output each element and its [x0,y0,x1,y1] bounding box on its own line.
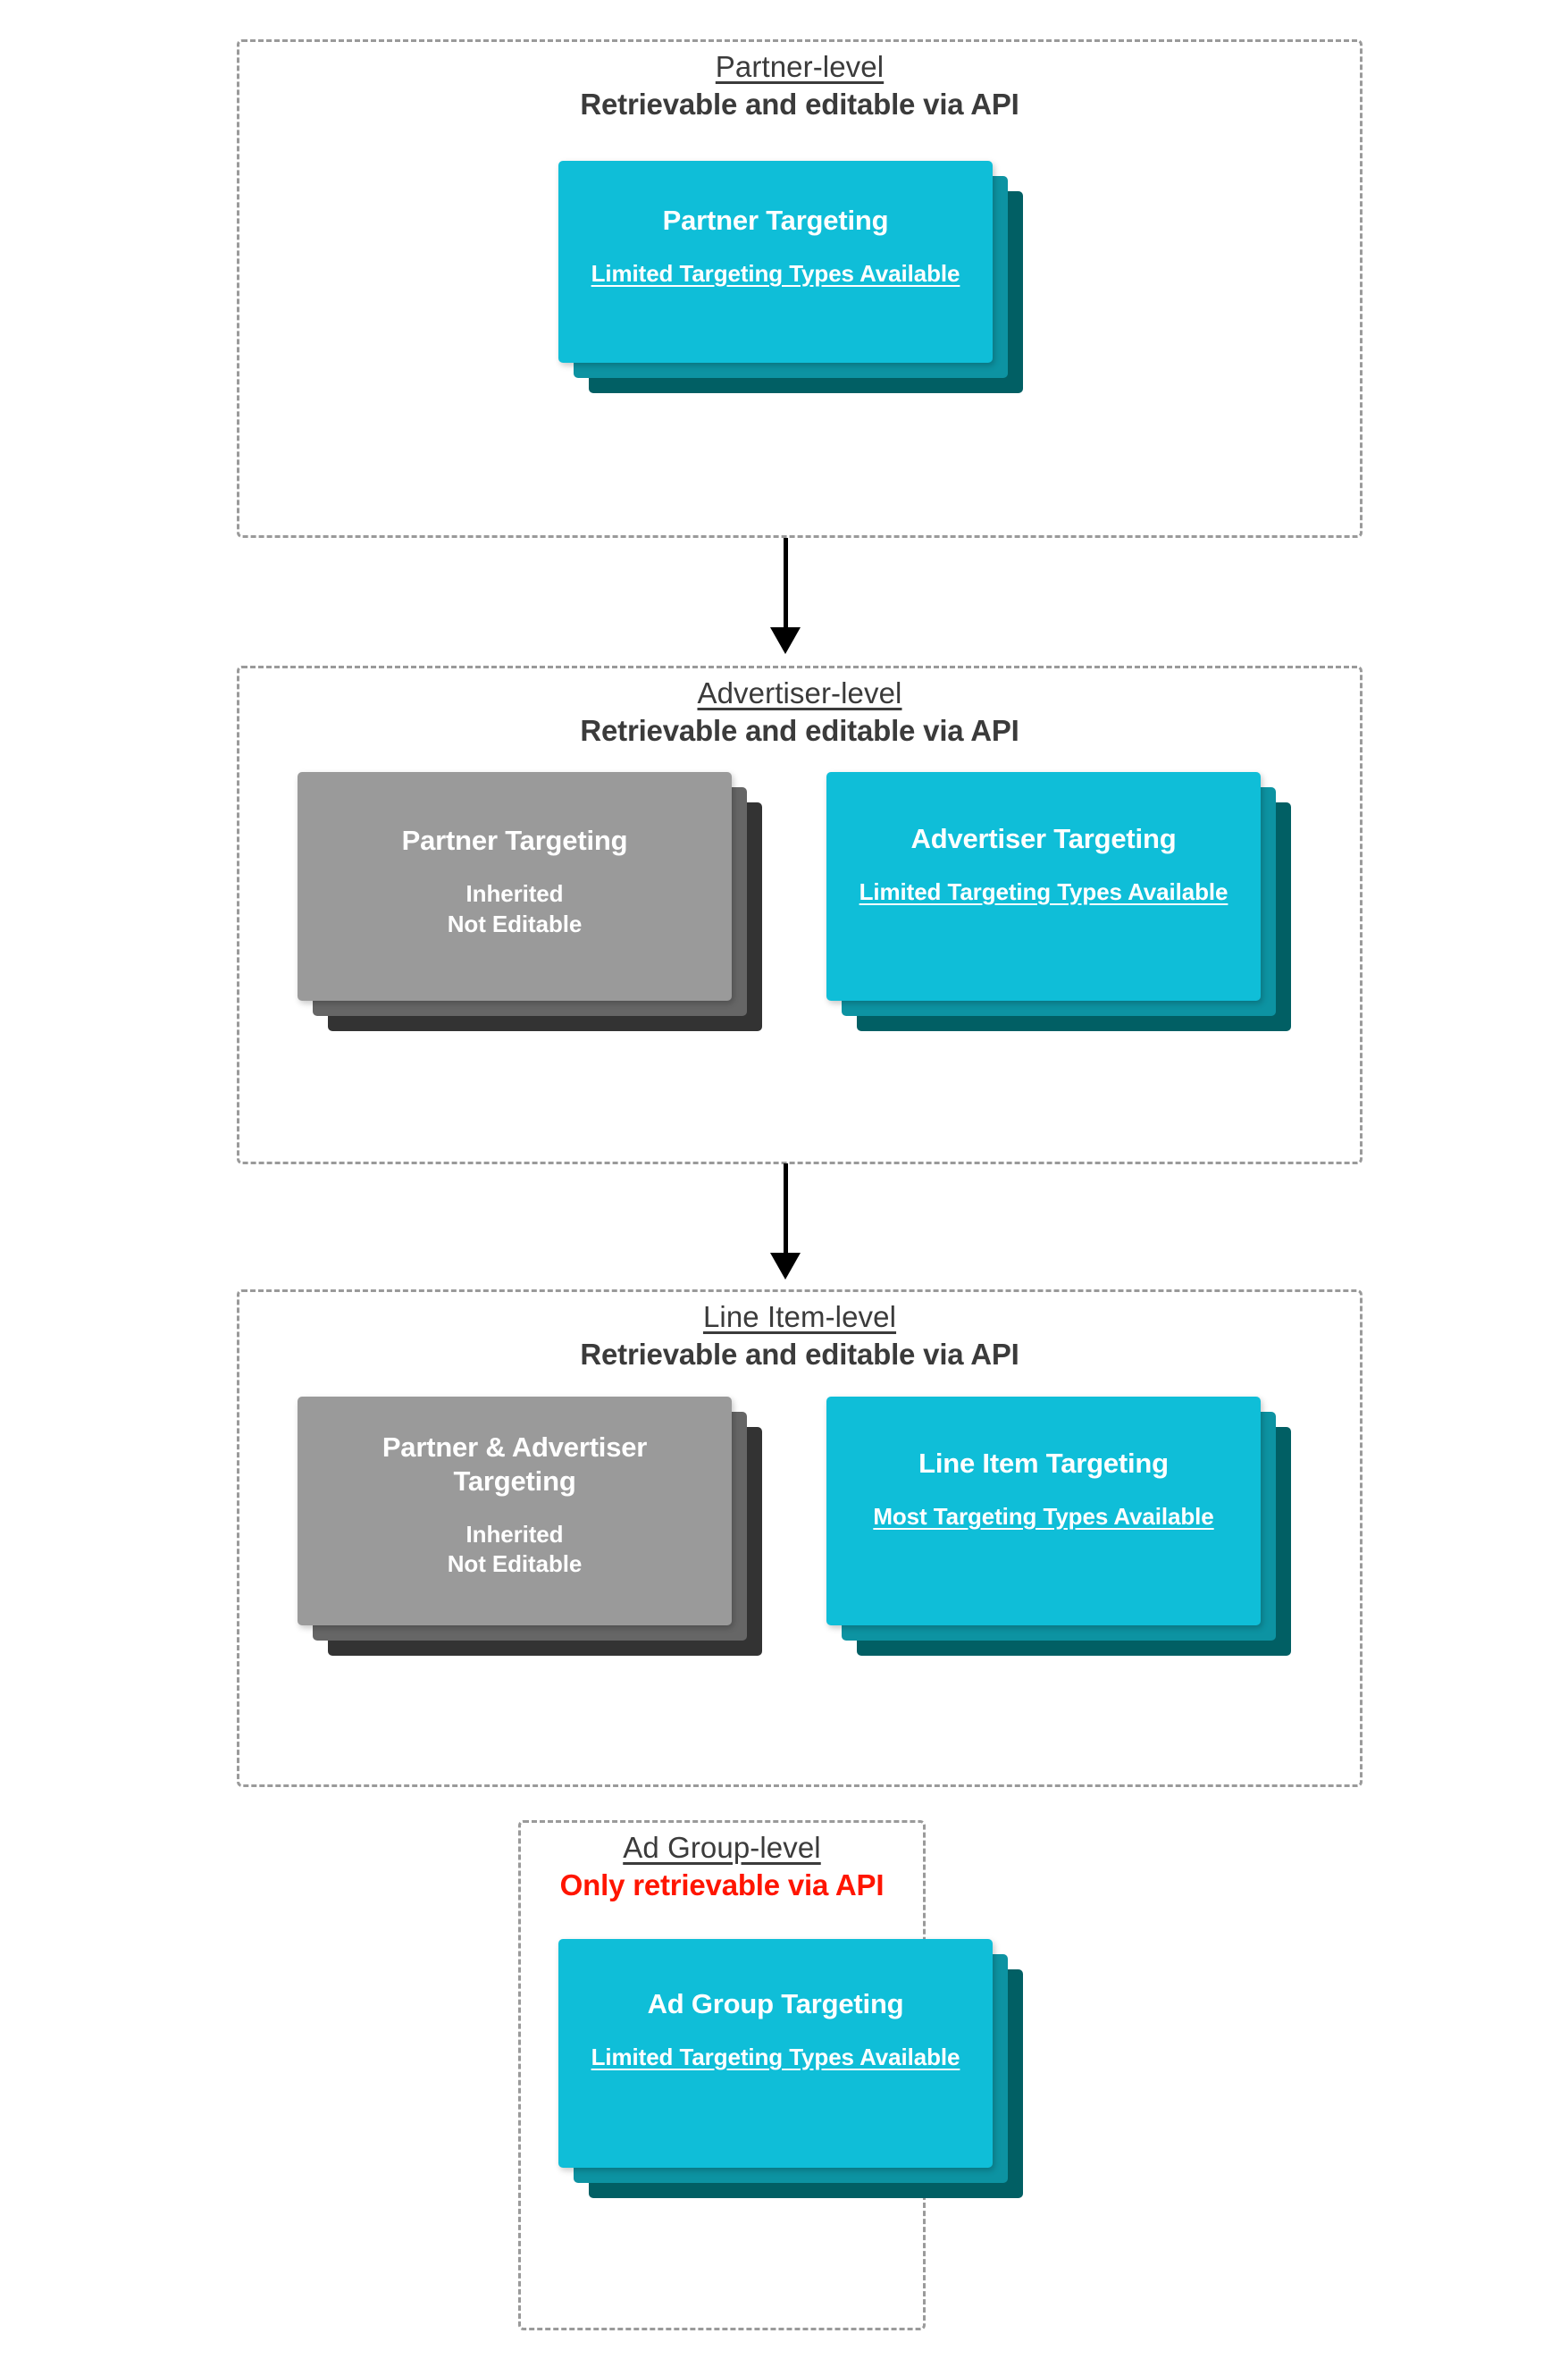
level-title-partner: Partner-level [715,50,885,83]
card-note: Inherited Not Editable [447,879,583,937]
level-container-line-item [237,1289,1363,1787]
card-content: Ad Group Targeting Limited Targeting Typ… [558,1987,993,2073]
card-layer-front [826,1397,1261,1625]
card-line-item-targeting[interactable]: Line Item Targeting Most Targeting Types… [826,1397,1309,1656]
card-content: Partner Targeting Inherited Not Editable [298,824,732,939]
card-title: Advertiser Targeting [910,823,1177,854]
card-note: Inherited Not Editable [447,1520,583,1578]
card-title: Partner Targeting [662,205,889,236]
card-layer-front [298,772,732,1001]
arrow-shaft [784,1163,788,1255]
card-content: Line Item Targeting Most Targeting Types… [826,1447,1261,1532]
level-title-advertiser: Advertiser-level [697,676,902,709]
connector-partner-to-advertiser [755,538,816,654]
level-container-advertiser [237,666,1363,1164]
card-layer-front [826,772,1261,1001]
level-heading-line-item: Line Item-level Retrievable and editable… [237,1300,1363,1372]
level-api-note-line-item: Retrievable and editable via API [580,1337,1019,1371]
card-ad-group-targeting[interactable]: Ad Group Targeting Limited Targeting Typ… [558,1939,1041,2198]
card-inherited-partner-targeting[interactable]: Partner Targeting Inherited Not Editable [298,772,780,1031]
level-heading-advertiser: Advertiser-level Retrievable and editabl… [237,676,1363,748]
card-layer-front [298,1397,732,1625]
card-title: Line Item Targeting [918,1448,1169,1479]
card-inherited-partner-advertiser-targeting[interactable]: Partner & Advertiser Targeting Inherited… [298,1397,780,1656]
level-container-partner [237,39,1363,538]
card-content: Advertiser Targeting Limited Targeting T… [826,822,1261,908]
card-note: Limited Targeting Types Available [591,259,960,287]
level-title-line-item: Line Item-level [702,1300,897,1333]
card-title: Ad Group Targeting [647,1988,904,2019]
level-heading-partner: Partner-level Retrievable and editable v… [237,50,1363,122]
card-partner-targeting[interactable]: Partner Targeting Limited Targeting Type… [558,161,1041,393]
level-title-ad-group: Ad Group-level [623,1831,821,1864]
card-title: Partner Targeting [401,825,628,856]
level-api-note-partner: Retrievable and editable via API [580,87,1019,121]
level-api-note-advertiser: Retrievable and editable via API [580,713,1019,747]
card-note: Most Targeting Types Available [873,1502,1214,1530]
arrow-head [770,1253,801,1280]
level-heading-ad-group: Ad Group-level Only retrievable via API [518,1831,926,1902]
card-layer-front [558,1939,993,2168]
level-api-note-ad-group: Only retrievable via API [559,1868,885,1901]
card-content: Partner Targeting Limited Targeting Type… [558,204,993,290]
connector-advertiser-to-line-item [755,1163,816,1280]
arrow-head [770,627,801,654]
card-note: Limited Targeting Types Available [591,2043,960,2070]
card-advertiser-targeting[interactable]: Advertiser Targeting Limited Targeting T… [826,772,1309,1031]
card-title: Partner & Advertiser Targeting [382,1431,648,1497]
card-content: Partner & Advertiser Targeting Inherited… [298,1431,732,1580]
card-note: Limited Targeting Types Available [859,877,1228,905]
arrow-shaft [784,538,788,629]
card-layer-front [558,161,993,363]
